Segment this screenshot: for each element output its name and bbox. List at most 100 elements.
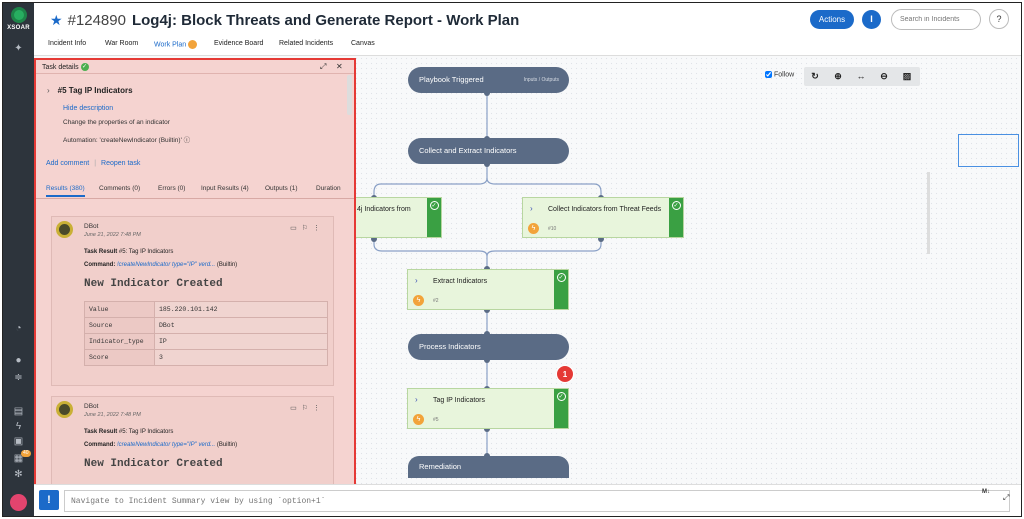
tab-errors[interactable]: Errors (0) [158,185,186,192]
info-icon[interactable]: ⓘ [183,137,191,144]
task-status-done: ✓ [669,198,683,237]
settings-gear-icon[interactable]: ✻ [14,469,23,480]
reopen-task-link[interactable]: Reopen task [101,160,141,167]
left-nav: XSOAR ✦ ◔ ● ≑ ▤ ϟ ▣ ▦ 40 ✻ [3,3,34,516]
entry-date: June 21, 2022 7:48 PM [84,232,141,238]
tab-results[interactable]: Results (380) [46,185,85,197]
chevron-right-icon: › [47,86,50,95]
add-comment-link[interactable]: Add comment [46,160,90,167]
search-incidents-input[interactable] [891,9,981,30]
check-icon: ✓ [556,392,566,401]
more-icon[interactable]: ⋮ [313,405,325,412]
jobs-icon[interactable]: ▦ [13,453,24,464]
help-button[interactable]: ? [989,9,1009,29]
tab-duration[interactable]: Duration [316,185,341,192]
result-entry: DBot June 21, 2022 7:48 PM ▭⚐⋮ Task Resu… [51,216,334,386]
task-label: Tag IP Indicators [433,397,486,404]
command-text[interactable]: !createNewIndicator type="IP" verd... [117,262,216,268]
entry-actions: ▭⚐⋮ [290,404,325,412]
tab-comments[interactable]: Comments (0) [99,185,141,192]
chevron-right-icon: › [530,204,533,213]
task-status-done: ✓ [554,270,568,309]
incident-title: Log4j: Block Threats and Generate Report… [131,12,520,29]
incidents-bomb-icon[interactable]: ● [15,355,22,366]
check-icon: ✓ [429,201,439,210]
inputs-outputs-link[interactable]: Inputs / Outputs [523,77,559,83]
automation-text: Automation: 'createNewIndicator (Builtin… [63,137,182,144]
image-export-icon[interactable]: ▨ [902,71,912,81]
task-title: ›#5 Tag IP Indicators [47,86,133,95]
entry-command: Command: !createNewIndicator type="IP" v… [84,262,237,268]
task-number: #10 [548,226,557,232]
dashboard-gauge-icon[interactable]: ◔ [15,323,22,334]
table-key: Value [84,301,155,318]
command-text[interactable]: !createNewIndicator type="IP" verd... [117,442,216,448]
fit-width-icon[interactable]: ↔ [856,71,866,81]
tab-work-plan[interactable]: Work Plan [154,40,198,49]
filters-icon[interactable]: ≑ [14,372,23,383]
table-value: 3 [154,349,328,366]
table-value: 185.220.101.142 [154,301,328,318]
tab-related-incidents[interactable]: Related Incidents [279,40,334,47]
check-icon: ✓ [671,201,681,210]
task-label: Extract Indicators [433,278,488,285]
user-avatar[interactable] [10,494,27,511]
tab-work-plan-label: Work Plan [154,41,187,49]
chevron-right-icon: › [415,276,418,285]
entry-heading: New Indicator Created [84,278,223,290]
tab-input-results[interactable]: Input Results (4) [201,185,249,192]
tab-canvas[interactable]: Canvas [351,40,375,47]
task-result-value: #5: Tag IP Indicators [118,429,174,435]
dbot-avatar [56,221,73,238]
follow-label: Follow [774,71,795,79]
marketplace-bag-icon[interactable]: ▣ [13,436,24,447]
more-icon[interactable]: ⋮ [313,225,325,232]
zoom-in-icon[interactable]: ⊕ [834,71,842,81]
check-icon: ✓ [556,273,566,282]
refresh-icon[interactable]: ↻ [811,71,819,81]
pin-icon[interactable]: ✦ [14,43,23,54]
cli-input[interactable] [64,490,1010,512]
tab-incident-info[interactable]: Incident Info [48,40,87,47]
separator: | [94,160,97,167]
expand-cli-icon[interactable]: ⤢ [1003,493,1010,502]
follow-checkbox-input[interactable] [765,71,772,78]
reports-icon[interactable]: ▤ [13,406,24,417]
xsoar-logo[interactable]: XSOAR [3,7,34,31]
star-icon[interactable]: ★ [50,12,63,28]
close-icon[interactable]: ✕ [336,62,343,71]
task-result-label: Task Result [84,249,118,255]
entry-heading: New Indicator Created [84,458,223,470]
info-button[interactable]: I [862,10,881,29]
zoom-out-icon[interactable]: ⊖ [880,71,888,81]
tab-outputs[interactable]: Outputs (1) [265,185,298,192]
tab-war-room[interactable]: War Room [105,40,139,47]
note-icon[interactable]: ▭ [290,405,302,412]
node-process-indicators[interactable]: Process Indicators [408,334,569,360]
canvas-scrollbar[interactable] [927,172,930,254]
actions-button[interactable]: Actions [810,10,854,29]
result-entry: DBot June 21, 2022 7:48 PM ▭⚐⋮ Task Resu… [51,396,334,484]
flag-icon[interactable]: ⚐ [301,405,313,412]
task-result: Task Result #5: Tag IP Indicators [84,429,173,435]
expand-icon[interactable]: ⤢ [320,62,327,71]
hide-description-link[interactable]: Hide description [63,105,114,112]
cli-prompt-button[interactable]: ! [39,490,59,510]
canvas-minimap[interactable] [958,134,1019,167]
tab-evidence-board[interactable]: Evidence Board [214,40,264,47]
note-icon[interactable]: ▭ [290,225,302,232]
markdown-icon[interactable]: M↓ [982,489,990,495]
automation-bolt-icon[interactable]: ϟ [15,421,22,432]
node-collect-extract[interactable]: Collect and Extract Indicators [408,138,569,164]
follow-checkbox[interactable]: Follow [765,71,794,78]
node-remediation[interactable]: Remediation [408,456,569,478]
panel-scrollbar[interactable] [347,75,352,115]
flag-icon[interactable]: ⚐ [301,225,313,232]
